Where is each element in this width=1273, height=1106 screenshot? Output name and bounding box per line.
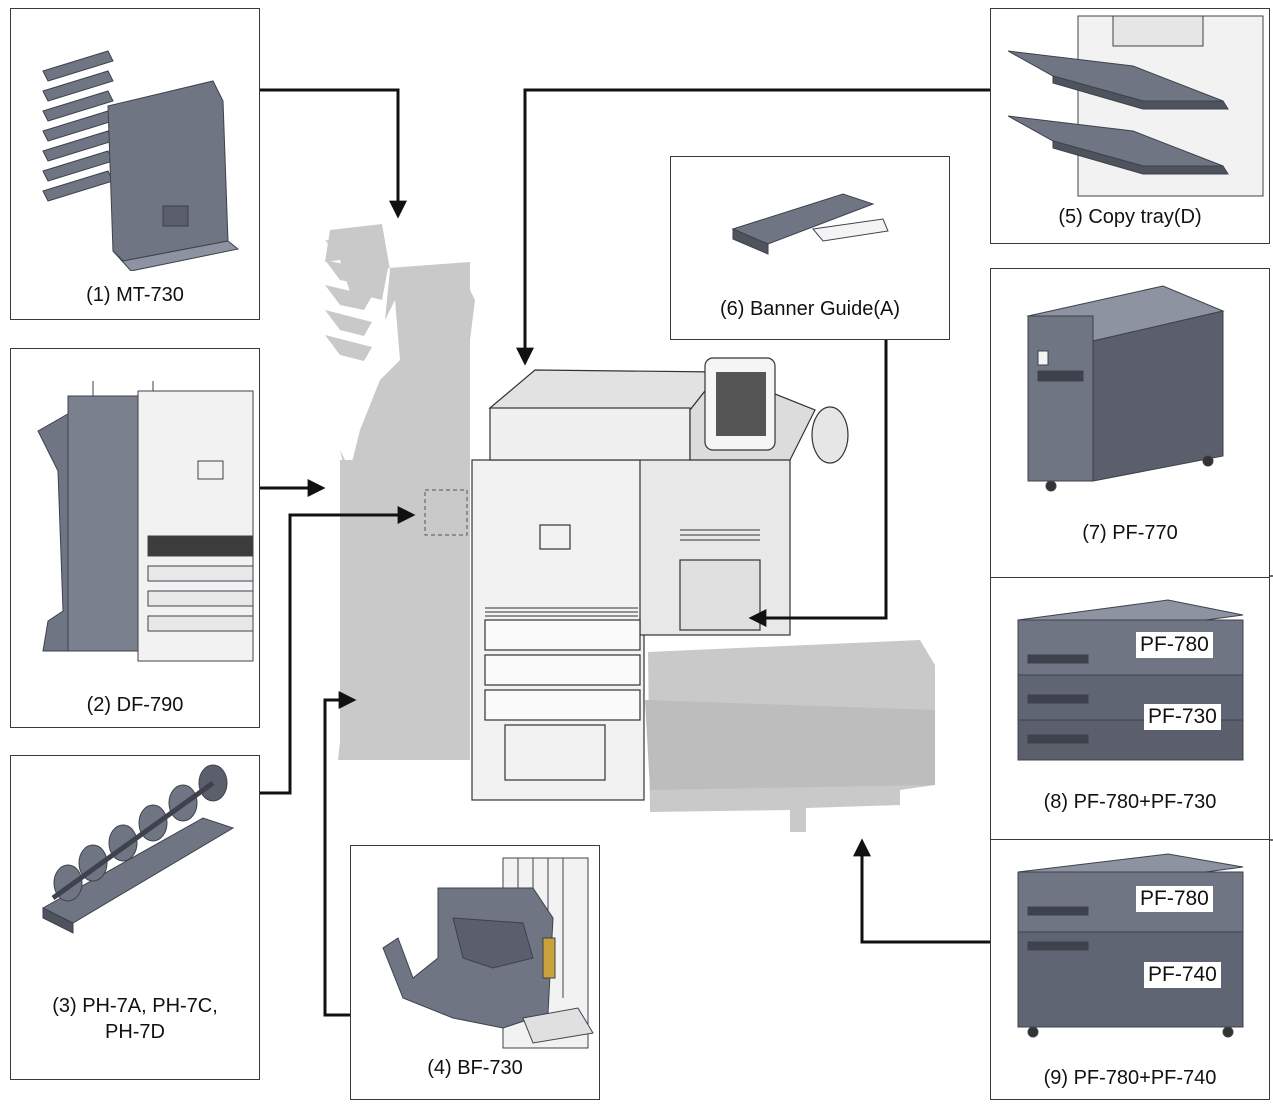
option-pf780-730: PF-780 PF-730 (8) PF-780+PF-730 <box>990 578 1270 840</box>
caption-df790: (2) DF-790 <box>86 694 184 716</box>
punch-slot-marker <box>424 489 468 536</box>
mailbox-tray-icon <box>42 50 240 271</box>
option-bf730: (4) BF-730 <box>350 845 600 1100</box>
option-copytray: (5) Copy tray(D) <box>990 8 1270 244</box>
option-banner: (6) Banner Guide(A) <box>670 156 950 340</box>
caption-copytray: (5) Copy tray(D) <box>1058 206 1202 228</box>
option-df790: (2) DF-790 <box>10 348 260 728</box>
document-finisher-icon <box>37 381 254 662</box>
caption-ph7-line2: PH-7D <box>104 1021 165 1043</box>
paper-feeder-stack-icon <box>1017 599 1244 761</box>
arrow-pf780-740 <box>853 838 990 944</box>
tag-pf730: PF-730 <box>1144 704 1221 730</box>
caption-mt730: (1) MT-730 <box>86 284 184 306</box>
option-ph7: (3) PH-7A, PH-7C, PH-7D <box>10 755 260 1080</box>
feeder-silhouette <box>645 640 935 832</box>
tag-pf780-lower: PF-780 <box>1136 886 1213 912</box>
arrow-copytray <box>516 88 990 366</box>
caption-pf780-740: (9) PF-780+PF-740 <box>1043 1067 1217 1089</box>
paper-feeder-stack-icon <box>1017 853 1244 1038</box>
banner-guide-icon <box>731 193 889 255</box>
copy-tray-icon <box>1007 15 1264 197</box>
finisher-silhouette <box>325 224 475 760</box>
tag-pf740: PF-740 <box>1144 962 1221 988</box>
side-paper-feeder-icon <box>1026 285 1225 492</box>
booklet-folder-icon <box>382 857 594 1049</box>
caption-pf770: (7) PF-770 <box>1082 522 1178 544</box>
caption-pf780-730: (8) PF-780+PF-730 <box>1043 791 1217 813</box>
arrow-mt730 <box>260 88 407 219</box>
arrow-bf730 <box>323 691 357 1017</box>
caption-ph7-line1: (3) PH-7A, PH-7C, <box>52 995 218 1017</box>
punch-unit-icon <box>41 764 235 934</box>
arrow-banner <box>748 340 888 627</box>
caption-bf730: (4) BF-730 <box>427 1057 523 1079</box>
tag-pf780-upper: PF-780 <box>1136 632 1213 658</box>
copier-body <box>471 357 849 801</box>
option-pf770: (7) PF-770 <box>990 268 1270 578</box>
option-pf780-740: PF-780 PF-740 (9) PF-780+PF-740 <box>990 840 1270 1100</box>
connector-arrows <box>258 88 990 1017</box>
arrow-ph7 <box>258 506 416 795</box>
caption-banner: (6) Banner Guide(A) <box>719 298 901 320</box>
option-mt730: (1) MT-730 <box>10 8 260 320</box>
